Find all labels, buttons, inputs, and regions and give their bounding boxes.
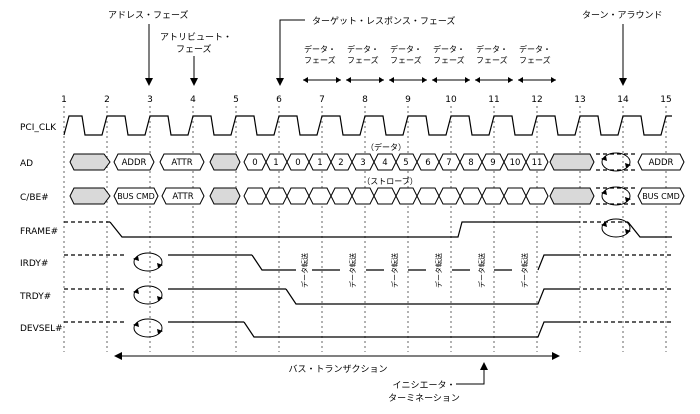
clock-number: 2 [104, 95, 110, 105]
data-phase-label-5b: フェーズ [476, 55, 508, 65]
clock-number: 9 [405, 95, 411, 105]
clock-number: 12 [531, 95, 542, 105]
signal-name-cbe: C/BE# [20, 193, 49, 203]
cbe-turnaround-ellipse [601, 186, 631, 206]
attribute-phase-label-line1: アトリビュート・ [160, 32, 232, 43]
clock-number: 5 [233, 95, 239, 105]
irdy-turnaround-ellipse [133, 252, 163, 272]
attribute-phase-label-line2: フェーズ [176, 43, 212, 55]
ad-idle-segment [69, 153, 111, 171]
ad-data-label: 1 [317, 158, 322, 168]
initiator-termination-label-line2: ターミネーション [388, 393, 460, 404]
ad-data-label: 4 [382, 158, 387, 168]
data-phase-label-6b: フェーズ [519, 55, 551, 65]
clock-number: 4 [190, 95, 196, 105]
cbe-idle-segment [69, 187, 111, 205]
cbe-bus-cmd-label: BUS CMD [117, 192, 155, 201]
target-response-phase-label: ターゲット・レスポンス・フェーズ [312, 15, 455, 27]
frame-waveform [64, 218, 672, 238]
signal-name-trdy: TRDY# [19, 292, 51, 302]
ad-turnaround-ellipse [601, 152, 631, 172]
turnaround-label: ターン・アラウンド [582, 10, 663, 21]
clock-number: 6 [276, 95, 282, 105]
bus-transaction-label: バス・トランザクション [288, 364, 387, 375]
frame-turnaround-ellipse [601, 218, 631, 238]
ad-data-label: 5 [403, 158, 408, 168]
data-phase-labels: データ・ フェーズ データ・ フェーズ データ・ フェーズ データ・ フェーズ … [304, 44, 551, 65]
clock-number: 11 [488, 95, 499, 105]
data-phase-label-4a: データ・ [433, 44, 465, 54]
data-phase-label-2a: データ・ [347, 44, 379, 54]
clock-number: 15 [660, 95, 671, 105]
signal-name-pci-clk: PCI_CLK [20, 123, 57, 133]
clock-number: 3 [147, 95, 153, 105]
ad-addr-end-label: ADDR [649, 158, 674, 168]
ad-data-label: 0 [295, 158, 300, 168]
ad-data-label: 7 [446, 158, 451, 168]
ad-data-label: 3 [360, 158, 365, 168]
ad-data-label: 9 [490, 158, 495, 168]
clock-number: 10 [445, 95, 457, 105]
clock-number: 1 [61, 95, 67, 105]
data-phase-label-2b: フェーズ [347, 55, 379, 65]
signal-name-ad: AD [20, 159, 33, 169]
ad-data-label: 8 [468, 158, 473, 168]
transfer-label: データ転送 [520, 253, 529, 288]
ad-turnaround-segment [209, 153, 241, 171]
transfer-label: データ転送 [477, 253, 486, 288]
initiator-termination-label-line1: イニシエータ・ [392, 380, 455, 391]
ad-addr-label: ADDR [122, 158, 147, 168]
cbe-end-idle-segment [549, 187, 595, 205]
irdy-waveform [64, 252, 672, 272]
data-phase-label-5a: データ・ [476, 44, 508, 54]
signal-name-irdy: IRDY# [20, 259, 48, 269]
ad-data-label: 2 [338, 158, 343, 168]
clock-number: 14 [617, 95, 629, 105]
signal-name-frame: FRAME# [20, 227, 58, 237]
data-phase-label-4b: フェーズ [433, 55, 465, 65]
transfer-label: データ転送 [390, 253, 399, 288]
cbe-bus-cmd-end-label: BUS CMD [642, 192, 680, 201]
phase-arrows [145, 19, 627, 86]
ad-data-annotation: （データ） [366, 142, 406, 152]
data-phase-label-3a: データ・ [390, 44, 422, 54]
trdy-turnaround-ellipse [133, 285, 163, 305]
address-phase-label: アドレス・フェーズ [108, 9, 189, 21]
cbe-attr-label: ATTR [172, 192, 193, 202]
ad-data-label: 11 [532, 158, 543, 168]
cbe-turnaround-segment [209, 187, 241, 205]
clock-number: 8 [362, 95, 368, 105]
ad-data-label: 10 [510, 158, 521, 168]
transfer-label: データ転送 [300, 253, 309, 288]
transfer-label: データ転送 [348, 253, 357, 288]
ad-attr-label: ATTR [171, 158, 192, 168]
data-phase-arrows [303, 77, 556, 83]
ad-data-label: 0 [252, 158, 257, 168]
pci-clk-waveform [63, 115, 672, 136]
devsel-turnaround-ellipse [133, 318, 163, 338]
transfer-labels: データ転送 データ転送 データ転送 データ転送 データ転送 データ転送 [300, 253, 529, 288]
cbe-bus: BUS CMD ATTR BUS CMD （ストローブ） [69, 176, 685, 206]
data-phase-label-3b: フェーズ [390, 55, 422, 65]
bus-transaction-span: バス・トランザクション [114, 352, 560, 375]
data-phase-label-6a: データ・ [519, 44, 551, 54]
ad-end-idle-segment [549, 153, 595, 171]
clock-number: 7 [319, 95, 325, 105]
signal-name-devsel: DEVSEL# [20, 324, 63, 334]
initiator-termination: イニシエータ・ ターミネーション [388, 362, 488, 404]
data-phase-label-1a: データ・ [304, 44, 336, 54]
ad-data-label: 6 [425, 158, 430, 168]
trdy-waveform [64, 285, 672, 305]
clock-number: 13 [574, 95, 585, 105]
ad-data-label: 1 [273, 158, 278, 168]
transfer-label: データ転送 [434, 253, 443, 288]
ad-bus: ADDR ATTR 0 1 0 1 2 3 4 5 6 7 8 9 10 11 … [69, 142, 685, 172]
cbe-strobe-annotation: （ストローブ） [362, 176, 418, 186]
clock-grid-lines [63, 106, 667, 352]
data-phase-label-1b: フェーズ [304, 55, 336, 65]
clock-numbers: 1 2 3 4 5 6 7 8 9 10 11 12 13 14 15 [61, 95, 672, 105]
devsel-waveform [64, 318, 672, 338]
